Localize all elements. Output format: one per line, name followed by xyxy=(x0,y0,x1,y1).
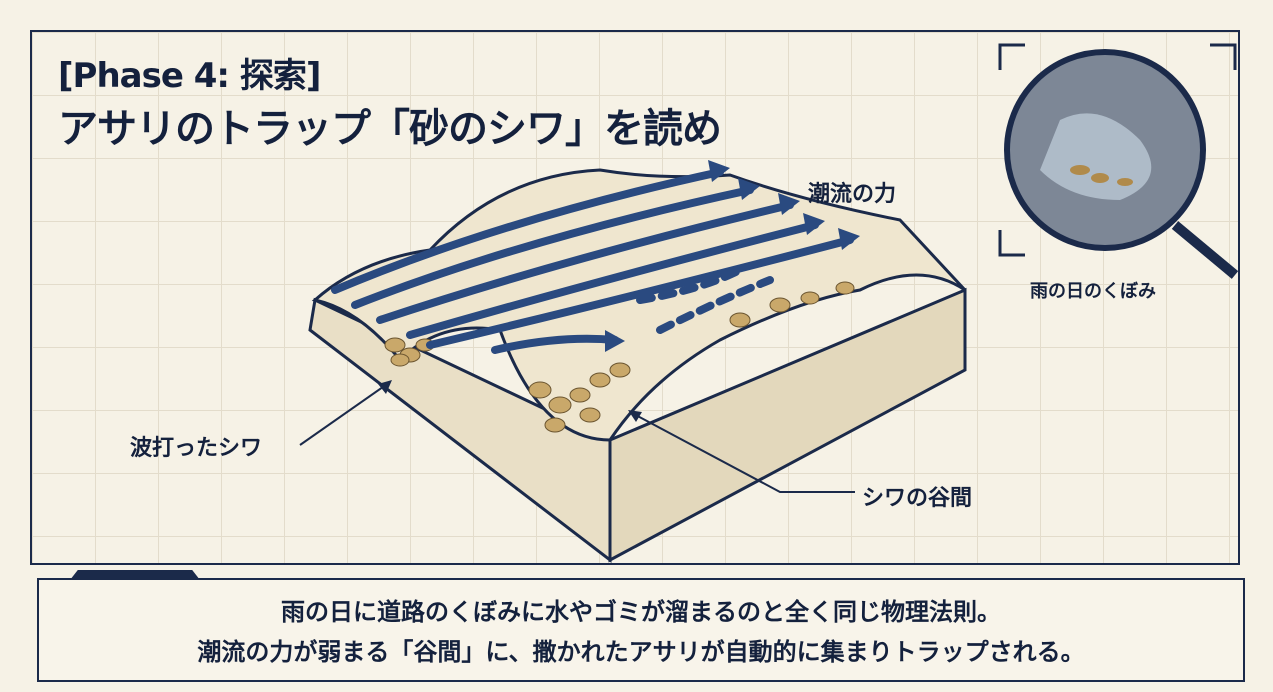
magnifier-handle xyxy=(1171,221,1239,279)
caption-line-2: 潮流の力が弱まる「谷間」に、撒かれたアサリが自動的に集まりトラップされる。 xyxy=(197,638,1085,666)
caption-box: 雨の日に道路のくぼみに水やゴミが溜まるのと全く同じ物理法則。 潮流の力が弱まる「… xyxy=(37,578,1245,682)
page-title: アサリのトラップ「砂のシワ」を読め xyxy=(58,106,722,152)
phase-title: [Phase 4: 探索] xyxy=(58,56,321,96)
caption-tab xyxy=(70,570,200,580)
current-arrows xyxy=(331,168,854,354)
label-current: 潮流の力 xyxy=(808,182,897,207)
label-inset: 雨の日のくぼみ xyxy=(1030,281,1156,302)
arrowheads xyxy=(605,160,860,352)
ridge-pointer xyxy=(299,381,391,446)
clam-cluster-valley xyxy=(528,281,855,433)
caption-line-1: 雨の日に道路のくぼみに水やゴミが溜まるのと全く同じ物理法則。 xyxy=(281,598,1001,626)
label-ridge: 波打ったシワ xyxy=(130,436,263,461)
label-valley: シワの谷間 xyxy=(862,486,973,511)
valley-pointer xyxy=(629,411,855,493)
inset-corner-brackets xyxy=(998,43,1237,257)
